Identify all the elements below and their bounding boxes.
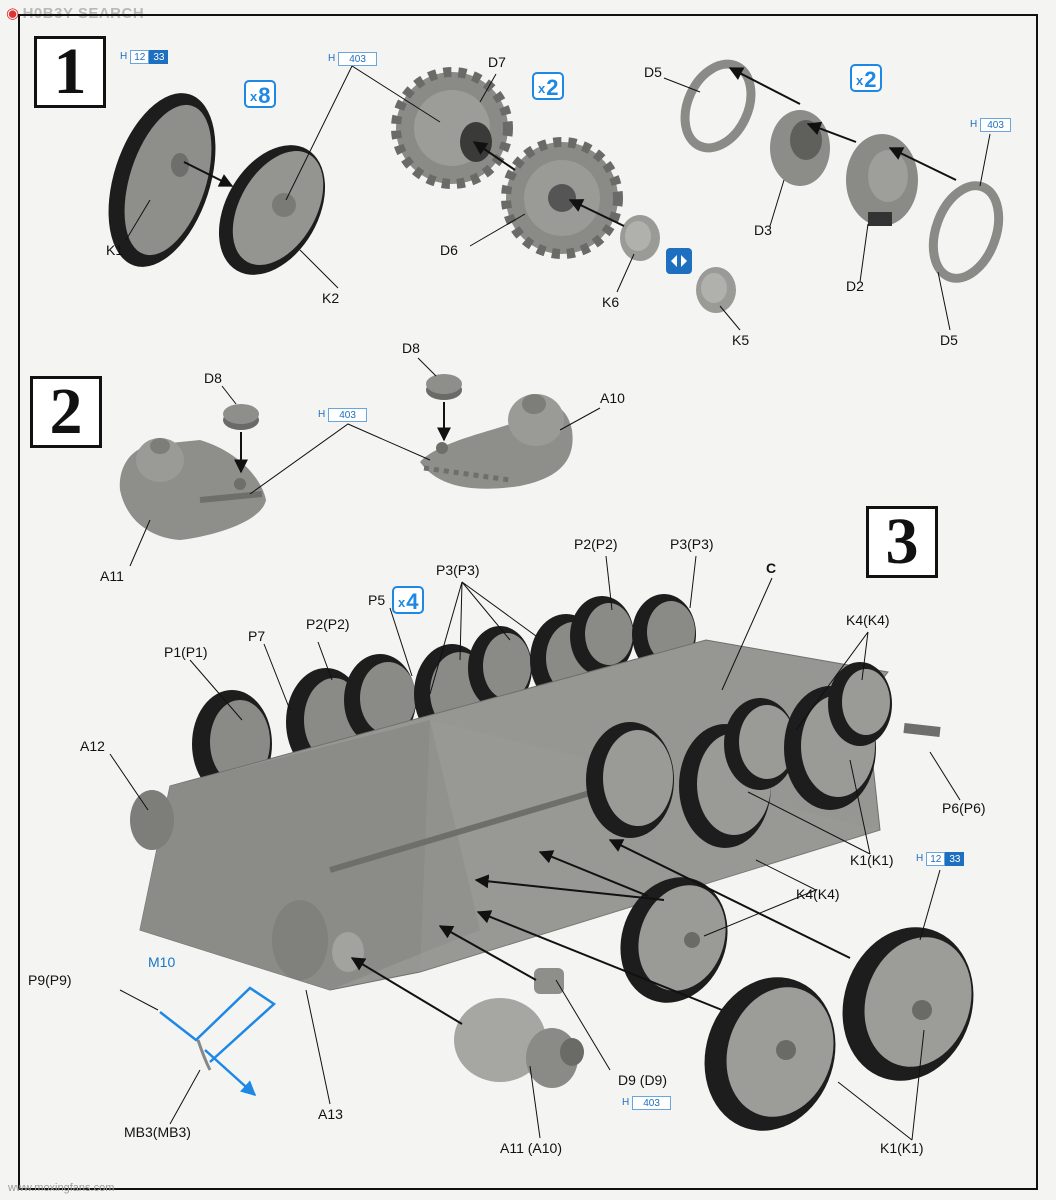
label-d8-right: D8 [402,340,420,356]
label-a13: A13 [318,1106,343,1122]
step-number-1: 1 [34,36,106,108]
label-p1: P1(P1) [164,644,208,660]
label-d2: D2 [846,278,864,294]
label-d5-top: D5 [644,64,662,80]
quantity-badge-x4: x4 [392,586,425,614]
label-c: C [766,560,777,576]
label-d8-left: D8 [204,370,222,386]
label-k5: K5 [732,332,750,348]
label-d6: D6 [440,242,458,258]
step-number-2: 2 [30,376,102,448]
label-k2: K2 [322,290,340,306]
label-p2-top: P2(P2) [574,536,618,552]
label-p7: P7 [248,628,266,644]
ring-d5-top [680,59,756,153]
label-p3-mid: P3(P3) [436,562,480,578]
label-k6: K6 [602,294,620,310]
label-a10: A10 [600,390,625,406]
label-k1-bottom: K1(K1) [880,1140,924,1156]
loose-wheel-k1-upper [842,927,974,1081]
label-p2-left: P2(P2) [306,616,350,632]
bump-stop-d9 [534,968,564,994]
label-a12: A12 [80,738,105,754]
watermark-logo-icon: ◉ [6,5,20,22]
bump-stop-d8-right [426,374,462,400]
label-mb3: MB3(MB3) [124,1124,191,1140]
idler-d2 [846,134,918,226]
road-wheel-k1 [108,93,216,267]
bracket-a10 [420,394,573,489]
label-p5: P5 [368,592,386,608]
sprocket-d7 [391,67,513,189]
loose-wheel-k4 [620,877,728,1003]
footer-watermark: www.moxingfans.com [8,1182,115,1194]
label-p3-top: P3(P3) [670,536,714,552]
label-d5-bottom: D5 [940,332,958,348]
front-road-wheels [586,662,892,848]
label-m10: M10 [148,954,176,970]
label-k1: K1 [106,242,124,258]
quantity-badge-x2-sprocket: x2 [532,72,565,100]
page-frame [18,14,1038,1190]
hub-cap-k6 [620,215,660,261]
label-p9: P9(P9) [28,972,72,988]
label-d3: D3 [754,222,772,238]
bump-stop-d8-left [223,404,259,430]
road-wheel-k2 [218,145,326,275]
label-a11: A11 [100,568,124,584]
idler-d3 [770,110,830,186]
quantity-badge-x2-idler: x2 [850,64,883,92]
step-number-3: 3 [866,506,938,578]
label-a11-a10: A11 (A10) [500,1140,562,1156]
loose-wheel-k1-lower [704,977,836,1131]
label-p6: P6(P6) [942,800,986,816]
hub-cap-k5 [696,267,736,313]
site-watermark: ◉H0B3Y SEARCH [6,5,145,22]
tow-cable-wire [159,986,277,1097]
label-d9: D9 (D9) [618,1072,668,1088]
label-k4-top: K4(K4) [846,612,890,628]
quantity-badge-x8: x8 [244,80,277,108]
label-d7: D7 [488,54,506,70]
symmetric-assembly-symbol [666,248,692,274]
hull-part-c [130,639,941,991]
bracket-a11-step3 [454,998,584,1088]
bracket-a11 [119,438,266,540]
label-k4-mid: K4(K4) [796,886,840,902]
label-k1-mid: K1(K1) [850,852,894,868]
ring-d5-bottom [928,181,1004,283]
sprocket-d6 [501,137,623,259]
